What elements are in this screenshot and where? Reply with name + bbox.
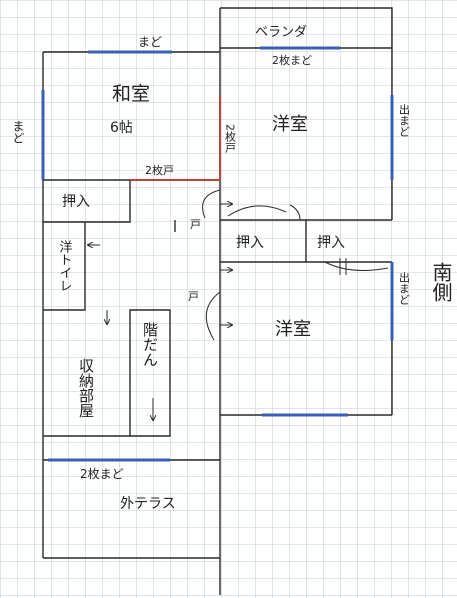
stairs-label: 階だん <box>141 322 159 367</box>
yoshitsu-upper-label: 洋室 <box>272 114 308 135</box>
closet-right-label: 押入 <box>317 235 345 251</box>
window-left-label: まど <box>11 120 25 144</box>
toilet-label: 洋トイレ <box>57 240 73 292</box>
orientation-label: 南側 <box>429 262 453 302</box>
terrace-label: 外テラス <box>120 496 176 512</box>
storage-room-label: 収納部屋 <box>77 358 95 418</box>
door-washitsu-right-label: 2枚戸 <box>224 124 237 154</box>
veranda-label: ベランダ <box>255 25 307 40</box>
doors <box>130 95 221 181</box>
door-upper-label: 戸 <box>190 218 201 231</box>
washitsu-size-label: 6帖 <box>110 120 133 136</box>
window-right-upper-label: 出まど <box>398 103 411 137</box>
window-top-right-label: 2枚まど <box>272 53 312 67</box>
closet-left-label: 押入 <box>62 194 90 210</box>
yoshitsu-lower-label: 洋室 <box>275 319 311 340</box>
washitsu-label: 和室 <box>112 83 150 105</box>
window-bottom-label: 2枚まど <box>80 466 124 481</box>
window-right-lower-label: 出まど <box>398 271 411 305</box>
door-washitsu-bottom-label: 2枚戸 <box>145 163 174 177</box>
closet-mid-label: 押入 <box>236 235 264 251</box>
windows <box>41 46 394 462</box>
door-lower-label: 戸 <box>188 290 199 303</box>
door-swings <box>88 189 389 420</box>
window-top-left-label: まど <box>138 35 162 49</box>
